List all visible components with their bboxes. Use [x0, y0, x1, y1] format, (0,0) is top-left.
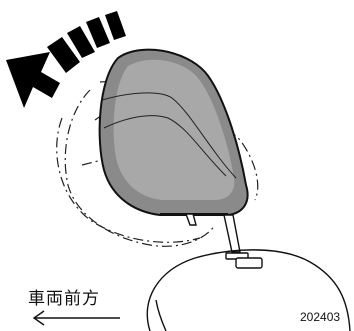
headrest-stays [185, 213, 263, 269]
forward-tilt-arrow-icon [6, 11, 126, 108]
figure-number: 202403 [300, 310, 341, 324]
direction-label: 車両前方 [28, 289, 100, 309]
seat-back-outline [146, 249, 351, 331]
headrest [98, 48, 249, 216]
left-arrow-icon [32, 310, 120, 326]
